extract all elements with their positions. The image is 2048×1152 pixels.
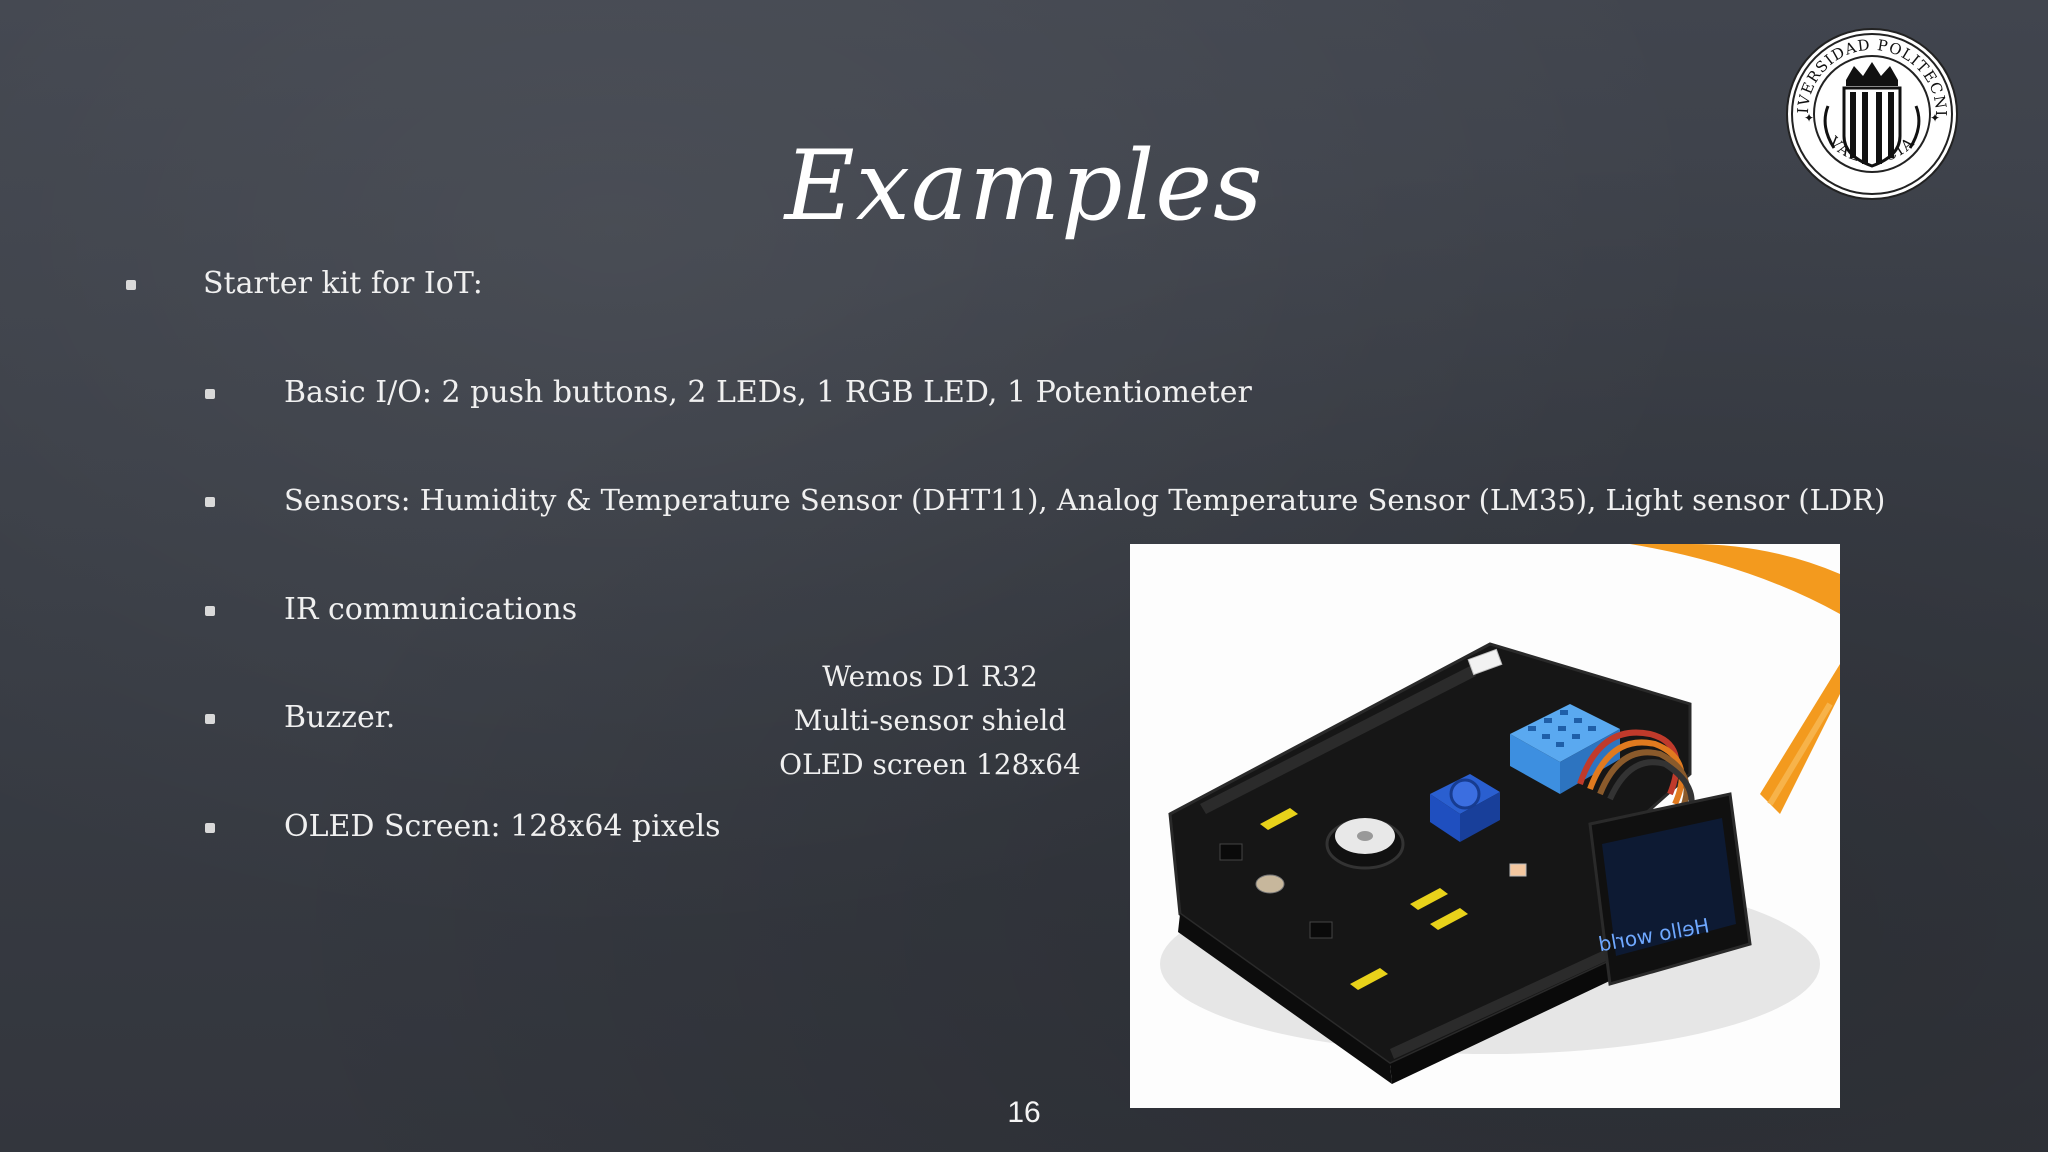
multi-sensor-shield-photo: Hello world [1130,544,1840,1108]
university-seal-logo: UNIVERSIDAD POLITECNICA VALENCIA ✦ ✦ [1784,26,1958,200]
bullet-text: Basic I/O: 2 push buttons, 2 LEDs, 1 RGB… [284,375,1252,410]
bullet-list: Starter kit for IoT: Basic I/O: 2 push b… [126,266,1885,844]
bullet-text: IR communications [284,592,578,627]
bullet-icon [205,389,215,399]
bullet-icon [205,714,215,724]
bullet-icon [205,497,215,507]
svg-text:✦: ✦ [1804,111,1814,125]
page-number: 16 [1007,1096,1041,1129]
bullet-text: Buzzer. [284,700,396,735]
bullet-icon [205,823,215,833]
caption-line: Multi-sensor shield [793,704,1067,737]
bullet-text: Sensors: Humidity & Temperature Sensor (… [284,483,1886,517]
bullet-text: Starter kit for IoT: [203,266,483,301]
bullet-icon [126,280,136,290]
bullet-icon [205,606,215,616]
slide-title: Examples [784,130,1264,242]
bullet-text: OLED Screen: 128x64 pixels [284,809,721,844]
shield-illustration: Hello world [1160,544,1840,1084]
caption-line: OLED screen 128x64 [779,748,1081,781]
caption-line: Wemos D1 R32 [822,660,1038,693]
photo-caption: Wemos D1 R32 Multi-sensor shield OLED sc… [760,655,1100,787]
svg-text:✦: ✦ [1930,111,1940,125]
